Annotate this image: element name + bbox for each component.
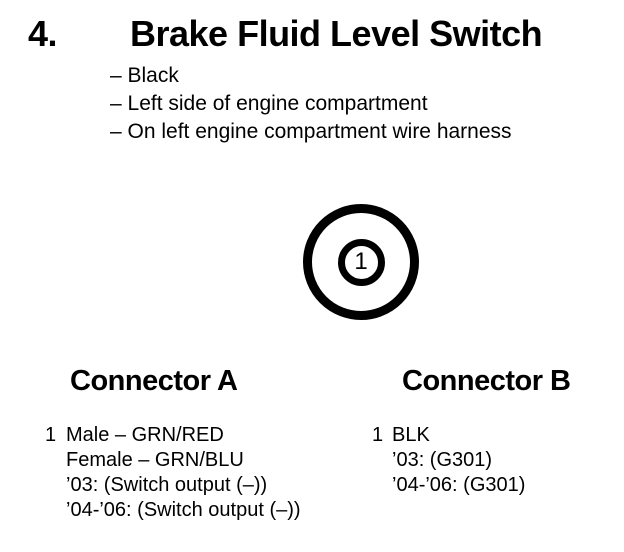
note-color: – Black bbox=[110, 64, 179, 87]
connector-a-line-male: Male – GRN/RED bbox=[66, 424, 224, 446]
connector-a-line-04-06: ’04-’06: (Switch output (–)) bbox=[66, 499, 301, 521]
connector-b-pin-number: 1 bbox=[372, 424, 384, 446]
connector-a-line-female: Female – GRN/BLU bbox=[66, 449, 244, 471]
note-location: – Left side of engine compartment bbox=[110, 92, 428, 115]
connector-a-pin-details: Male – GRN/RED Female – GRN/BLU ’03: (Sw… bbox=[66, 423, 301, 523]
connector-a-heading: Connector A bbox=[70, 365, 238, 397]
connector-a-pin-number: 1 bbox=[45, 424, 57, 446]
page-title: Brake Fluid Level Switch bbox=[130, 13, 543, 54]
connector-b-line-03: ’03: (G301) bbox=[392, 449, 493, 471]
section-number: 4. bbox=[28, 13, 58, 54]
cavity-number: 1 bbox=[354, 248, 368, 275]
connector-b-pin-details: BLK ’03: (G301) ’04-’06: (G301) bbox=[392, 423, 525, 498]
note-harness: – On left engine compartment wire harnes… bbox=[110, 120, 512, 143]
connector-a-line-03: ’03: (Switch output (–)) bbox=[66, 474, 268, 496]
connector-b-line-color: BLK bbox=[392, 424, 430, 446]
cavity-ring: 1 bbox=[337, 238, 385, 286]
connector-outer-ring: 1 bbox=[303, 204, 419, 320]
connector-b-heading: Connector B bbox=[402, 365, 571, 397]
connector-b-line-04-06: ’04-’06: (G301) bbox=[392, 474, 526, 496]
location-notes: – Black – Left side of engine compartmen… bbox=[110, 62, 512, 146]
connector-face-diagram: 1 bbox=[303, 204, 419, 320]
section-heading: 4. Brake Fluid Level Switch bbox=[28, 13, 543, 55]
